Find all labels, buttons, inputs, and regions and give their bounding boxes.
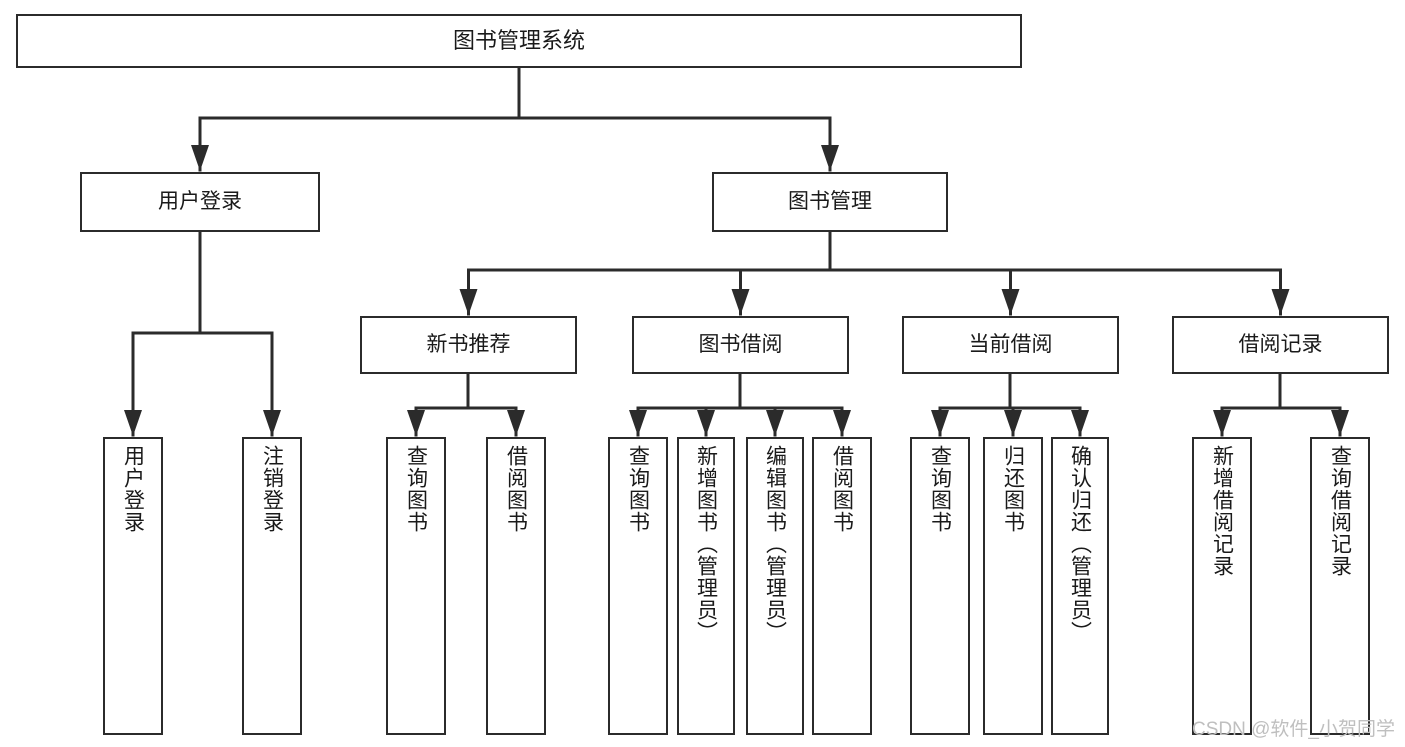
arrowhead — [263, 410, 281, 436]
node-label: 图书借阅 — [698, 332, 783, 356]
node-label: 用户登录 — [121, 445, 145, 533]
arrowhead — [407, 410, 425, 436]
node-user-login[interactable]: 用户登录 — [80, 172, 320, 232]
arrowhead — [833, 410, 851, 436]
node-label: 用户登录 — [158, 189, 242, 213]
arrowhead — [629, 410, 647, 436]
node-label: 查询图书 — [404, 445, 428, 533]
node-leaf-return-book[interactable]: 归还图书 — [983, 437, 1043, 735]
node-label: 新书推荐 — [426, 332, 511, 356]
node-leaf-borrow-book-1[interactable]: 借阅图书 — [486, 437, 546, 735]
node-book-manage[interactable]: 图书管理 — [712, 172, 948, 232]
connector-lines — [124, 66, 1349, 437]
arrowhead — [821, 145, 839, 171]
node-label: 编辑图书（管理员） — [763, 445, 787, 643]
node-label: 借阅图书 — [830, 445, 854, 533]
arrowhead — [931, 410, 949, 436]
node-leaf-query-book-3[interactable]: 查询图书 — [910, 437, 970, 735]
node-leaf-confirm-return[interactable]: 确认归还（管理员） — [1051, 437, 1109, 735]
node-leaf-query-book-2[interactable]: 查询图书 — [608, 437, 668, 735]
node-label: 借阅记录 — [1238, 332, 1323, 356]
node-label: 查询图书 — [626, 445, 650, 533]
node-label: 图书管理系统 — [452, 28, 585, 54]
node-label: 当前借阅 — [968, 332, 1053, 356]
node-label: 新增借阅记录 — [1210, 445, 1234, 577]
arrowhead — [731, 289, 750, 315]
node-leaf-user-logout[interactable]: 注销登录 — [242, 437, 302, 735]
node-book-borrow[interactable]: 图书借阅 — [632, 316, 849, 374]
node-leaf-borrow-book-2[interactable]: 借阅图书 — [812, 437, 872, 735]
arrowhead — [507, 410, 525, 436]
node-leaf-query-record[interactable]: 查询借阅记录 — [1310, 437, 1370, 735]
arrowhead — [1004, 410, 1022, 436]
node-label: 查询借阅记录 — [1328, 445, 1352, 577]
node-leaf-user-login[interactable]: 用户登录 — [103, 437, 163, 735]
node-current-borrow[interactable]: 当前借阅 — [902, 316, 1119, 374]
arrowhead — [697, 410, 715, 436]
arrowhead — [1331, 410, 1349, 436]
node-label: 注销登录 — [260, 445, 284, 533]
node-root[interactable]: 图书管理系统 — [16, 14, 1022, 68]
node-leaf-add-record[interactable]: 新增借阅记录 — [1192, 437, 1252, 735]
node-borrow-record[interactable]: 借阅记录 — [1172, 316, 1389, 374]
node-label: 确认归还（管理员） — [1068, 445, 1092, 643]
node-label: 查询图书 — [928, 445, 952, 533]
node-label: 归还图书 — [1001, 445, 1025, 533]
arrowhead — [1213, 410, 1231, 436]
arrowhead — [1071, 410, 1089, 436]
node-leaf-add-book[interactable]: 新增图书（管理员） — [677, 437, 735, 735]
arrowhead — [766, 410, 784, 436]
node-label: 借阅图书 — [504, 445, 528, 533]
node-label: 新增图书（管理员） — [694, 445, 718, 643]
arrowhead — [1271, 289, 1290, 315]
arrowhead — [191, 145, 209, 171]
node-label: 图书管理 — [788, 189, 872, 213]
arrowhead — [124, 410, 142, 436]
node-leaf-query-book-1[interactable]: 查询图书 — [386, 437, 446, 735]
arrowhead — [1001, 289, 1020, 315]
arrowhead — [459, 289, 478, 315]
node-new-book-rec[interactable]: 新书推荐 — [360, 316, 577, 374]
node-leaf-edit-book[interactable]: 编辑图书（管理员） — [746, 437, 804, 735]
